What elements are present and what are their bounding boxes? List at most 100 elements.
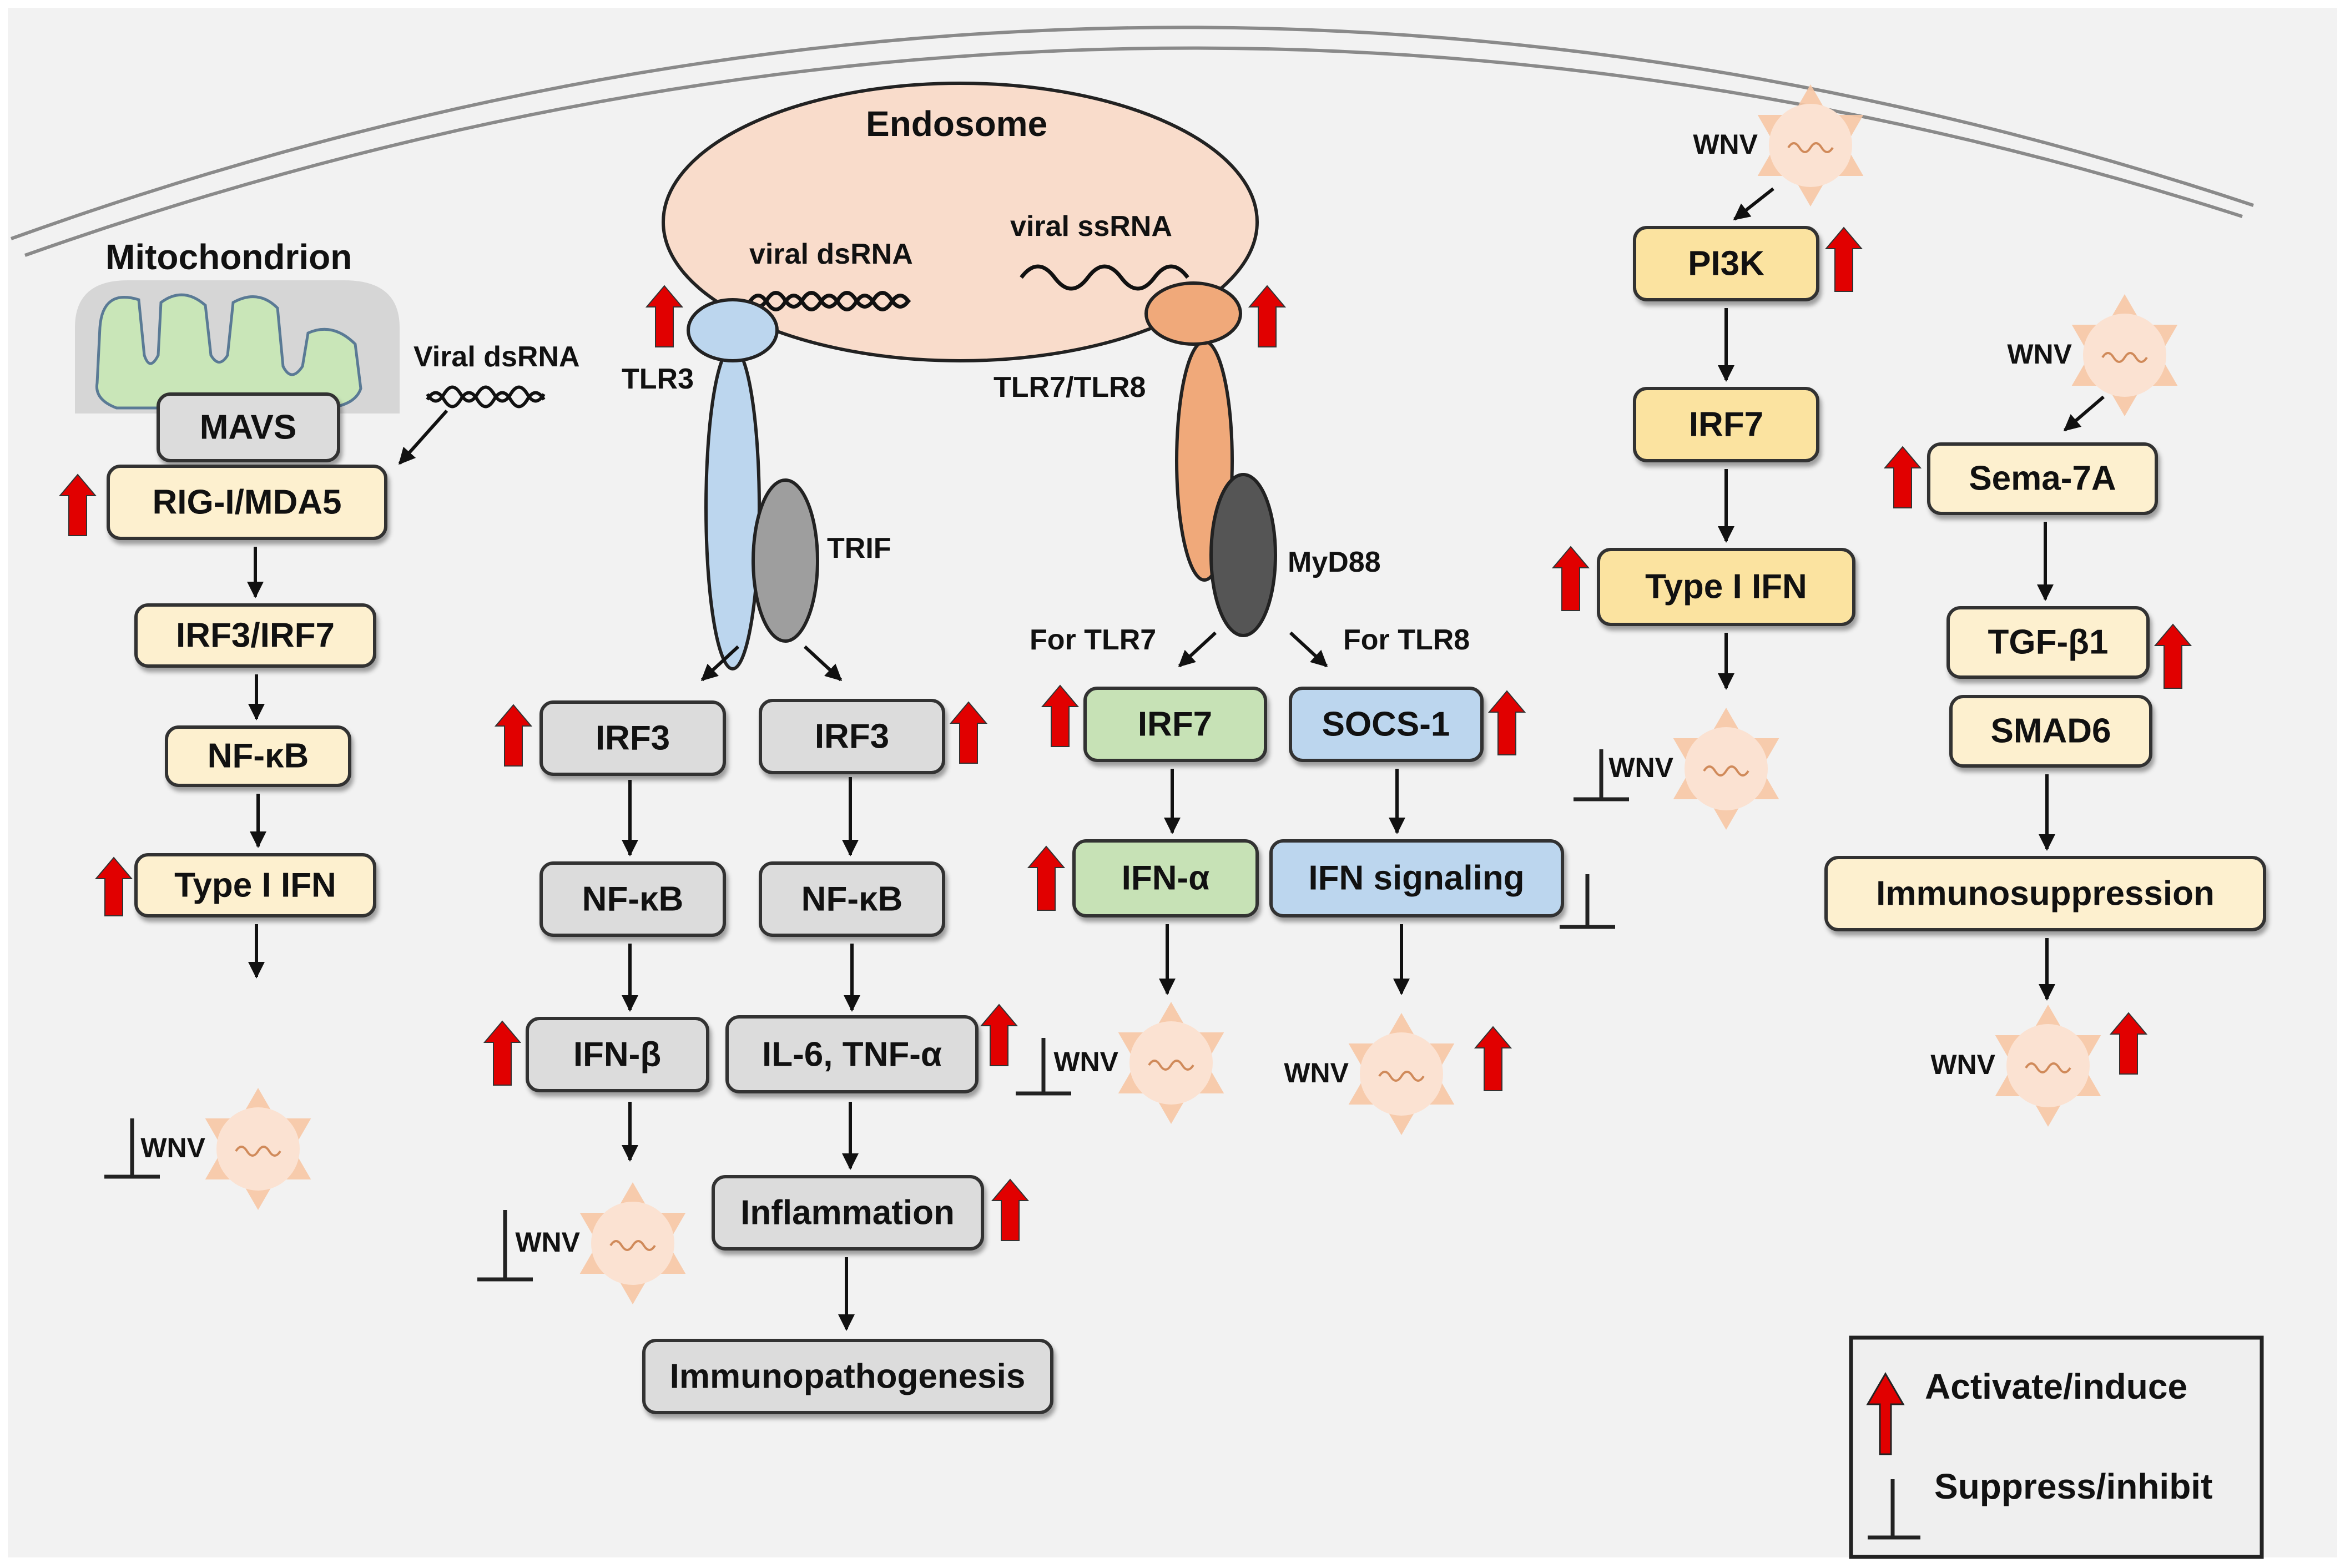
arrow-trif-to-irf3a bbox=[700, 645, 740, 682]
activate-arrow-icon bbox=[980, 1004, 1018, 1066]
viral-ssrna-label: viral ssRNA bbox=[1010, 210, 1172, 243]
for-tlr7-label: For TLR7 bbox=[1030, 624, 1156, 656]
mitochondrion: Mitochondrion bbox=[75, 237, 400, 414]
node-irf7-green-label: IRF7 bbox=[1138, 705, 1212, 744]
wnv-virus-icon: WNV bbox=[515, 1182, 686, 1304]
node-inflammation[interactable]: Inflammation bbox=[712, 1175, 984, 1251]
viral-dsrna-cyto-label: Viral dsRNA bbox=[413, 341, 580, 373]
myd88-adaptor: MyD88 bbox=[1209, 473, 1381, 637]
viral-dsrna-cytoplasm: Viral dsRNA bbox=[398, 341, 580, 465]
activate-arrow-icon bbox=[1551, 546, 1590, 611]
tlr78-label: TLR7/TLR8 bbox=[994, 371, 1146, 404]
tlr78-receptor: TLR7/TLR8 bbox=[994, 281, 1242, 582]
activate-arrow-icon bbox=[1474, 1026, 1512, 1091]
cell-membrane bbox=[10, 26, 2254, 257]
node-type1-ifn-left[interactable]: Type I IFN bbox=[134, 853, 376, 917]
activation-arrows bbox=[58, 226, 2192, 1241]
node-pi3k[interactable]: PI3K bbox=[1633, 226, 1819, 301]
legend-box bbox=[1849, 1335, 2264, 1559]
node-socs1[interactable]: SOCS-1 bbox=[1289, 687, 1484, 762]
arrow-wnv-to-sema7a bbox=[2063, 395, 2105, 432]
arrow-dsrna-to-rig bbox=[398, 409, 448, 465]
node-tgfb1-label: TGF-β1 bbox=[1988, 623, 2109, 662]
legend: Activate/induce Suppress/inhibit bbox=[1849, 1335, 2264, 1559]
activate-arrow-icon bbox=[1041, 684, 1080, 747]
signal-arrows bbox=[247, 308, 2055, 1331]
activate-arrow-icon bbox=[949, 701, 988, 764]
node-sema7a-label: Sema-7A bbox=[1969, 460, 2116, 498]
node-il6-tnfa-label: IL-6, TNF-α bbox=[762, 1036, 942, 1074]
activate-arrow-icon bbox=[1824, 226, 1863, 292]
node-immunopathogenesis[interactable]: Immunopathogenesis bbox=[642, 1339, 1053, 1414]
legend-activate-label: Activate/induce bbox=[1925, 1367, 2187, 1406]
node-irf3-b[interactable]: IRF3 bbox=[759, 699, 945, 774]
wnv-virus-icon: WNV bbox=[1608, 708, 1779, 830]
node-nfkb-left-label: NF-κB bbox=[208, 737, 309, 775]
wnv-label: WNV bbox=[1284, 1057, 1349, 1088]
node-irf3-b-label: IRF3 bbox=[815, 718, 889, 756]
viral-dsrna-endo-label: viral dsRNA bbox=[749, 238, 913, 270]
node-immunopathogenesis-label: Immunopathogenesis bbox=[670, 1358, 1026, 1396]
node-irf3-a[interactable]: IRF3 bbox=[539, 700, 726, 776]
node-type1-ifn-right[interactable]: Type I IFN bbox=[1597, 548, 1855, 626]
arrow-myd88-to-socs1 bbox=[1289, 631, 1328, 668]
wnv-label: WNV bbox=[1053, 1046, 1118, 1077]
dsrna-strand-icon bbox=[426, 391, 546, 409]
node-socs1-label: SOCS-1 bbox=[1322, 705, 1450, 744]
node-mavs[interactable]: MAVS bbox=[157, 392, 340, 462]
node-sema7a[interactable]: Sema-7A bbox=[1927, 442, 2158, 515]
node-irf7-green[interactable]: IRF7 bbox=[1083, 687, 1267, 762]
wnv-label: WNV bbox=[1930, 1049, 1995, 1080]
wnv-virus-icon: WNV bbox=[2007, 294, 2178, 416]
arrow-wnv-to-pi3k bbox=[1733, 187, 1774, 221]
node-ifn-signaling-label: IFN signaling bbox=[1308, 859, 1524, 898]
activate-arrow-icon bbox=[2154, 623, 2192, 689]
wnv-virus-icon: WNV bbox=[140, 1088, 311, 1210]
activate-arrow-icon bbox=[58, 473, 97, 536]
mitochondrion-label: Mitochondrion bbox=[105, 237, 352, 277]
mitochondrion-cristae bbox=[95, 293, 362, 410]
inhibit-bar-icon bbox=[477, 1210, 533, 1282]
activate-arrow-icon bbox=[1883, 446, 1922, 508]
node-nfkb-a[interactable]: NF-κB bbox=[539, 861, 726, 937]
node-ifn-signaling[interactable]: IFN signaling bbox=[1269, 839, 1564, 917]
for-tlr8-label: For TLR8 bbox=[1343, 624, 1470, 656]
activate-arrow-icon bbox=[483, 1020, 522, 1086]
node-rig-mda5-label: RIG-I/MDA5 bbox=[153, 483, 342, 522]
wnv-label: WNV bbox=[1608, 752, 1673, 783]
node-nfkb-b[interactable]: NF-κB bbox=[759, 861, 945, 937]
activate-arrow-icon bbox=[1248, 285, 1287, 347]
activate-arrow-icon bbox=[991, 1178, 1030, 1241]
node-nfkb-left[interactable]: NF-κB bbox=[165, 725, 351, 787]
node-tgfb1[interactable]: TGF-β1 bbox=[1946, 606, 2150, 679]
inhibit-bar-icon bbox=[1016, 1038, 1071, 1096]
node-rig-mda5[interactable]: RIG-I/MDA5 bbox=[107, 465, 387, 540]
node-ifn-alpha-label: IFN-α bbox=[1122, 859, 1210, 898]
node-ifn-beta[interactable]: IFN-β bbox=[526, 1017, 709, 1092]
node-smad6[interactable]: SMAD6 bbox=[1949, 695, 2152, 768]
wnv-label: WNV bbox=[2007, 339, 2072, 370]
node-irf3-irf7[interactable]: IRF3/IRF7 bbox=[134, 603, 376, 668]
node-immunosuppression[interactable]: Immunosuppression bbox=[1824, 856, 2266, 931]
endosome: Endosome viral dsRNA viral ssRNA bbox=[662, 82, 1259, 362]
wnv-label: WNV bbox=[140, 1132, 205, 1163]
arrow-trif-to-irf3b bbox=[803, 645, 843, 682]
inhibit-bar-icon bbox=[1574, 749, 1629, 801]
node-irf3-irf7-label: IRF3/IRF7 bbox=[176, 617, 335, 655]
activate-arrow-icon bbox=[94, 856, 133, 916]
node-ifn-alpha[interactable]: IFN-α bbox=[1072, 839, 1259, 917]
wnv-label: WNV bbox=[515, 1227, 580, 1258]
node-irf7-yellow[interactable]: IRF7 bbox=[1633, 387, 1819, 462]
inhibition-marks bbox=[104, 749, 1629, 1282]
trif-adaptor: TRIF bbox=[752, 478, 891, 643]
activate-arrow-icon bbox=[494, 704, 533, 767]
node-type1-ifn-right-label: Type I IFN bbox=[1645, 568, 1807, 606]
node-il6-tnfa[interactable]: IL-6, TNF-α bbox=[725, 1015, 979, 1093]
myd88-label: MyD88 bbox=[1288, 546, 1381, 578]
node-inflammation-label: Inflammation bbox=[740, 1194, 955, 1232]
node-immunosuppression-label: Immunosuppression bbox=[1876, 875, 2215, 913]
tlr3-receptor: TLR3 bbox=[622, 298, 779, 670]
node-nfkb-a-label: NF-κB bbox=[582, 880, 684, 919]
